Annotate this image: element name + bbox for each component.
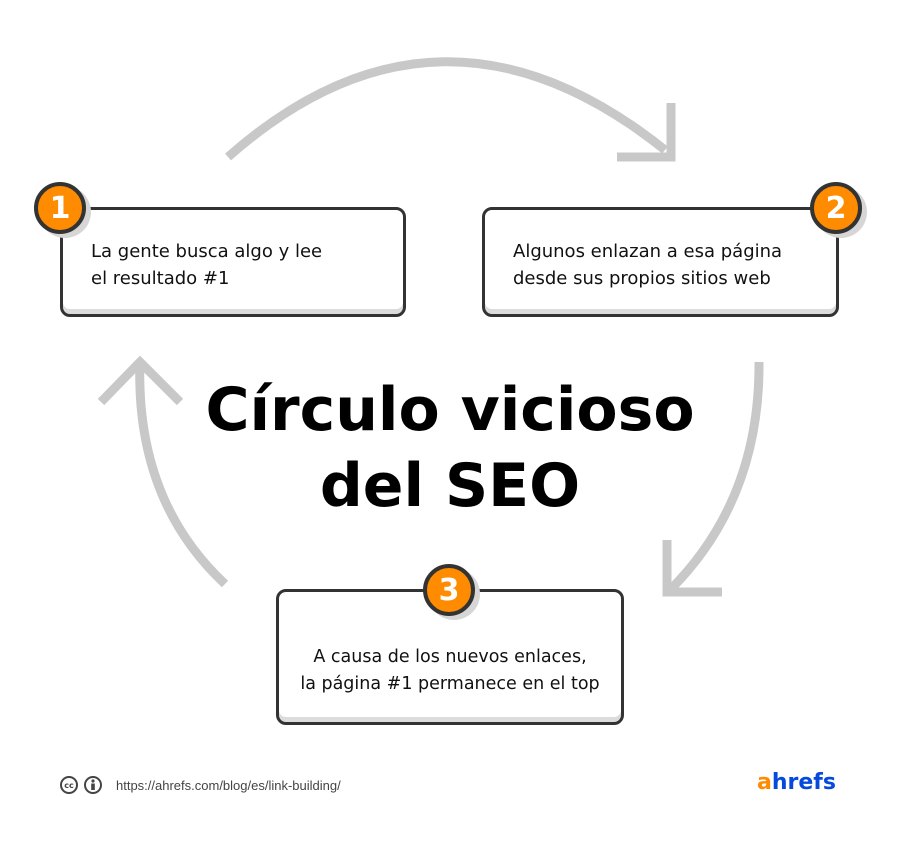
step-2-text-line2: desde sus propios sitios web [513,268,771,289]
logo-rest: hrefs [771,770,836,795]
arrow-2-to-3-head [662,540,722,597]
step-1-text-line1: La gente busca algo y lee [91,241,323,262]
step-1-box: La gente busca algo y lee el resultado #… [60,207,406,317]
step-3-badge: 3 [423,564,475,616]
footer: cc https://ahrefs.com/blog/es/link-build… [60,776,341,794]
arrow-3-to-1-head [97,355,184,406]
step-3-text-line2: la página #1 permanece en el top [300,674,600,694]
diagram-title: Círculo vicioso del SEO [0,372,900,524]
step-3-text-line1: A causa de los nuevos enlaces, [313,647,587,667]
title-line2: del SEO [319,451,581,521]
ahrefs-logo: ahrefs [757,770,836,795]
step-1-badge: 1 [34,182,86,234]
arrow-2-to-3 [666,361,764,594]
title-line1: Círculo vicioso [205,375,695,445]
step-3-box: A causa de los nuevos enlaces, la página… [276,589,624,725]
step-2-text-line1: Algunos enlazan a esa página [513,241,783,262]
source-url[interactable]: https://ahrefs.com/blog/es/link-building… [116,777,341,793]
arrow-3-to-1 [135,359,229,588]
step-2-badge: 2 [810,182,862,234]
attribution-icon [84,776,102,794]
arrow-1-to-2 [225,57,668,161]
step-1-text-line2: el resultado #1 [91,268,230,289]
step-2-box: Algunos enlazan a esa página desde sus p… [482,207,839,317]
arrow-1-to-2-head [617,103,676,162]
cc-icon: cc [60,776,78,794]
logo-first-letter: a [757,770,772,795]
